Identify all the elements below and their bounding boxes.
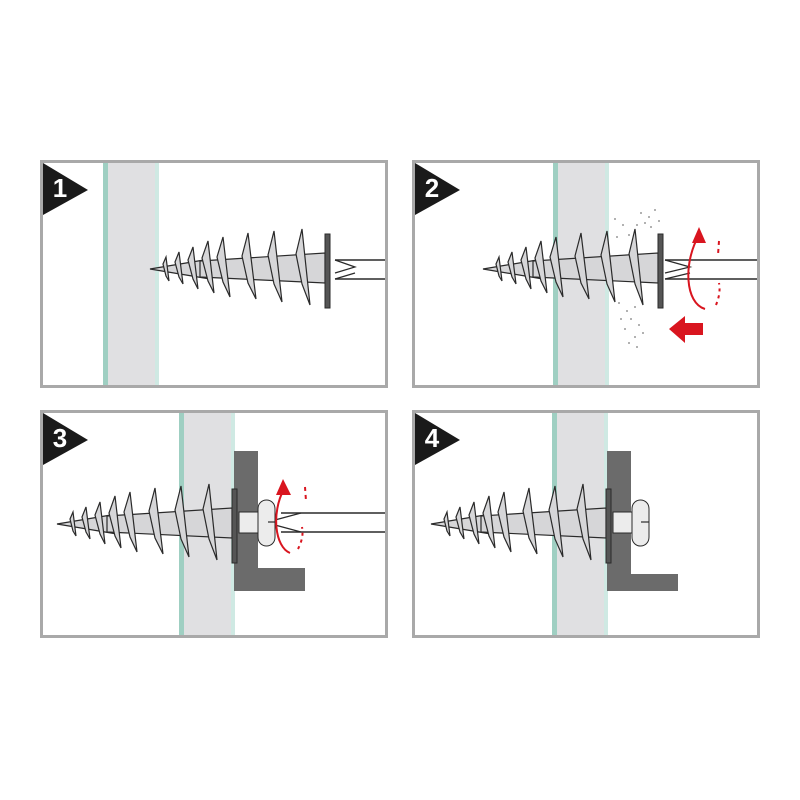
- fixture-attach-illustration: [56, 413, 385, 635]
- anchor-positioning-illustration: [103, 163, 385, 385]
- step-panel-4: 4: [412, 410, 760, 638]
- play-triangle-icon: [43, 413, 88, 465]
- fixture-mounted-illustration: [430, 413, 678, 635]
- step-badge: 3: [43, 413, 91, 465]
- anchor-screw: [56, 483, 238, 564]
- anchor-screw: [149, 228, 331, 309]
- l-bracket: [234, 451, 305, 591]
- anchor-drilling-illustration: [482, 163, 757, 385]
- step-number: 3: [52, 423, 68, 453]
- step-number: 4: [424, 423, 440, 453]
- step-number: 1: [52, 173, 68, 203]
- step-panel-1: 1: [40, 160, 388, 388]
- step-number: 2: [424, 173, 440, 203]
- drywall-dust: [614, 209, 660, 348]
- pan-head-screw: [238, 499, 276, 547]
- push-left-arrow-icon: [669, 316, 703, 343]
- drywall-board: [103, 163, 159, 385]
- play-triangle-icon: [415, 163, 460, 215]
- screwdriver-icon: [334, 259, 385, 280]
- rotate-arrow-icon: [275, 479, 307, 554]
- step-badge: 2: [415, 163, 463, 215]
- screwdriver-icon: [664, 259, 757, 280]
- screwdriver-icon: [274, 512, 385, 533]
- step-panel-2: 2: [412, 160, 760, 388]
- anchor-screw: [482, 228, 664, 309]
- step-panel-3: 3: [40, 410, 388, 638]
- anchor-screw: [430, 483, 612, 564]
- rotate-arrow-icon: [687, 227, 721, 310]
- pan-head-screw: [612, 499, 650, 547]
- play-triangle-icon: [415, 413, 460, 465]
- l-bracket: [607, 451, 678, 591]
- step-badge: 1: [43, 163, 91, 215]
- step-badge: 4: [415, 413, 463, 465]
- play-triangle-icon: [43, 163, 88, 215]
